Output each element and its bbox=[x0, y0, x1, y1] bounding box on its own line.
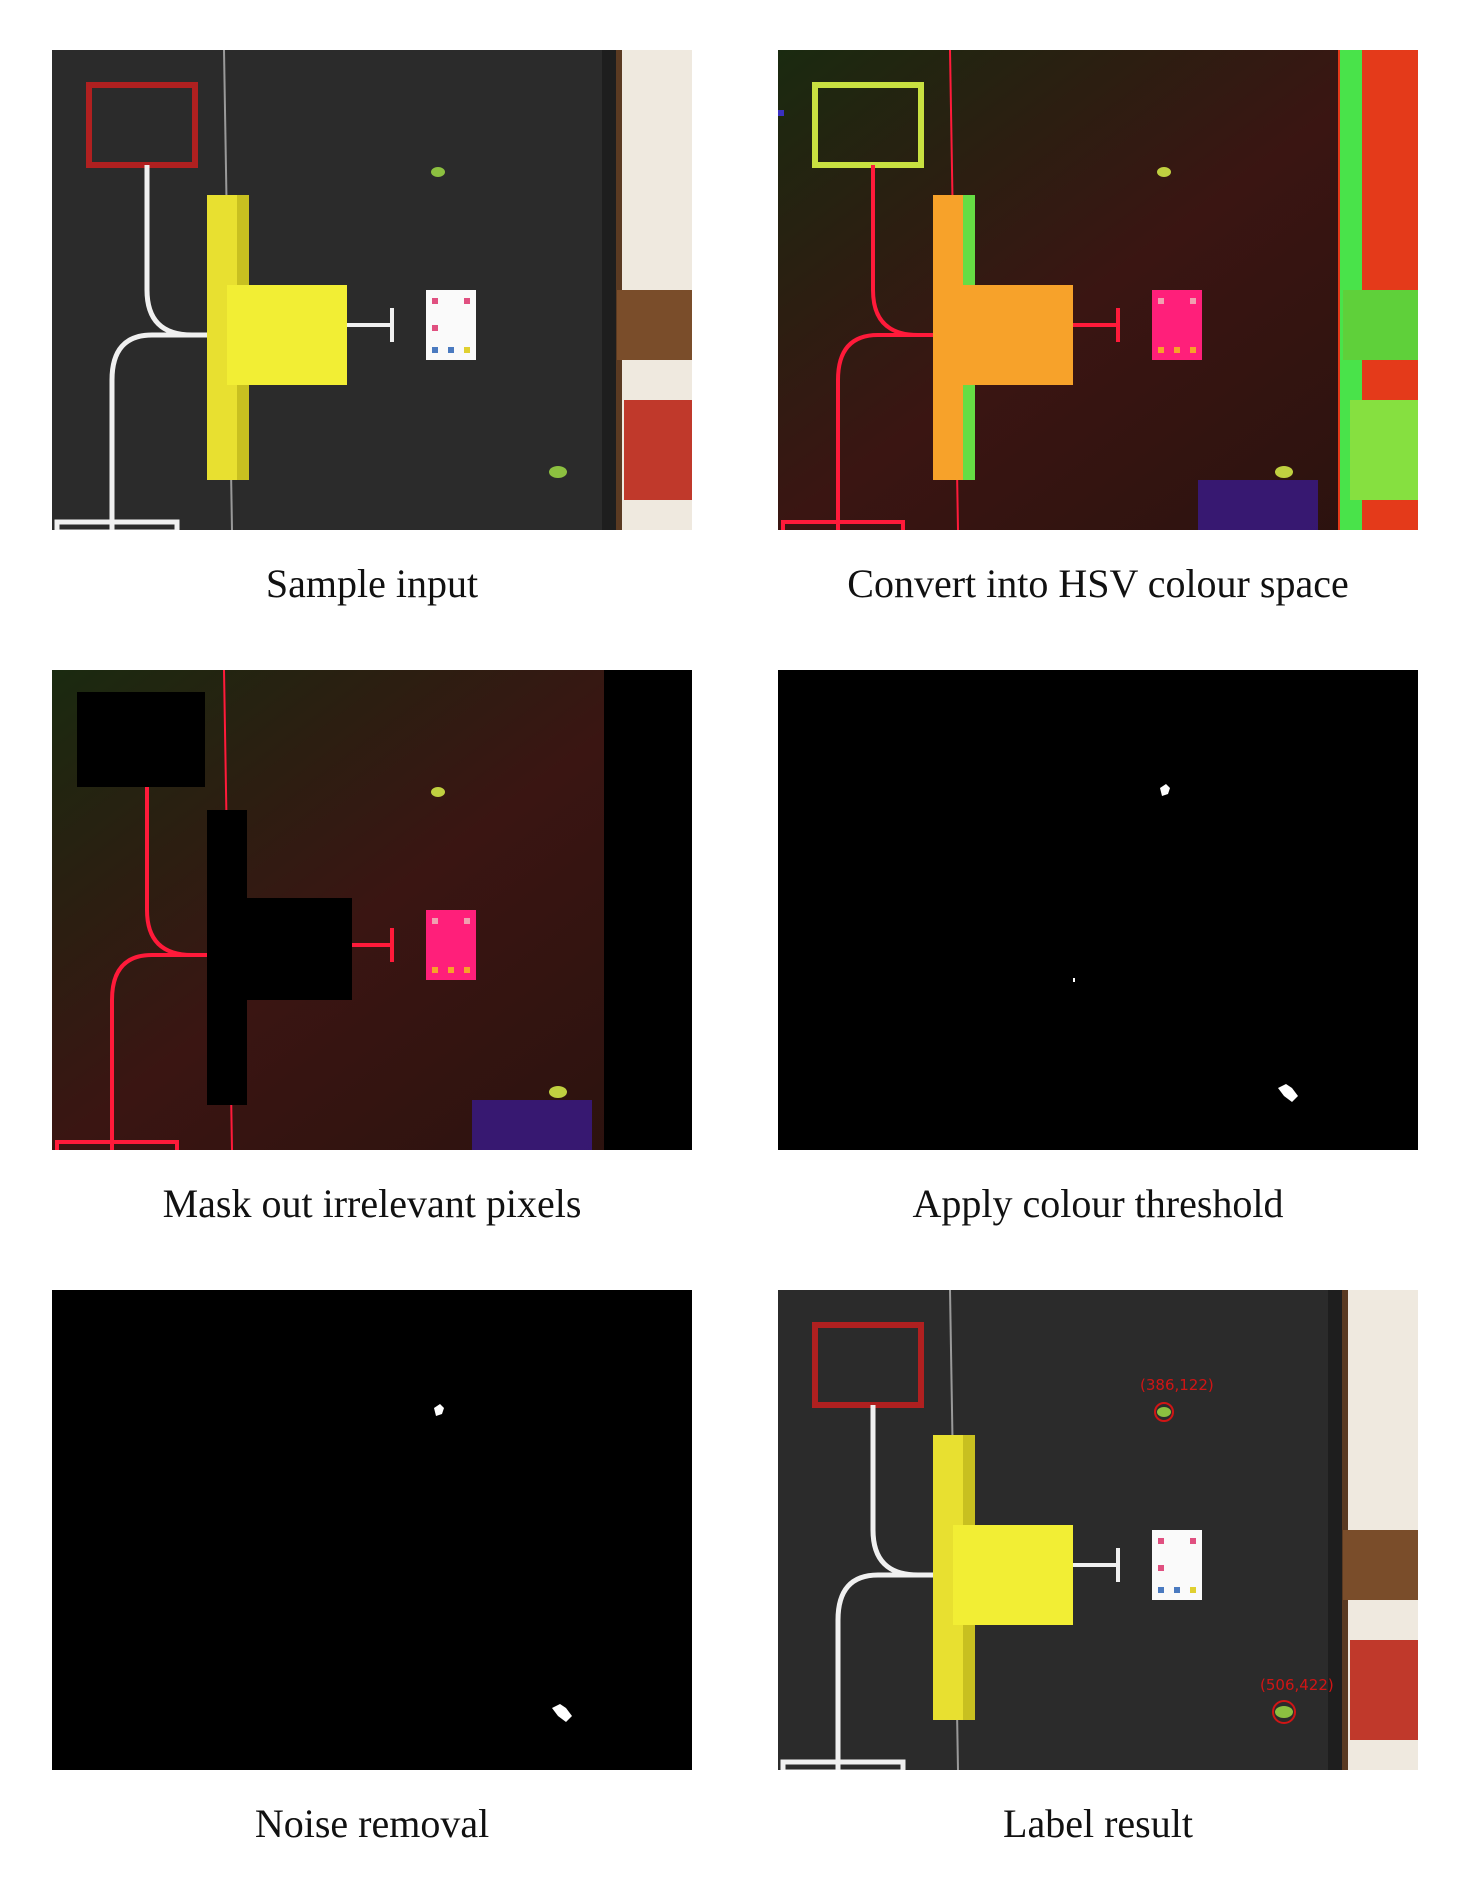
panel-sample-input bbox=[52, 50, 692, 530]
coordinate-label-bottom: (506,422) bbox=[1260, 1676, 1334, 1694]
noise-removal-image bbox=[52, 1290, 692, 1770]
caption-threshold: Apply colour threshold bbox=[912, 1181, 1284, 1226]
panel-threshold bbox=[778, 670, 1418, 1150]
panel-hsv bbox=[778, 50, 1418, 530]
coordinate-label-top: (386,122) bbox=[1140, 1376, 1214, 1394]
caption-sample-input: Sample input bbox=[265, 561, 479, 606]
sample-input-image bbox=[52, 50, 692, 530]
masked-image bbox=[52, 670, 692, 1150]
caption-noise-removal: Noise removal bbox=[254, 1801, 490, 1846]
panel-mask bbox=[52, 670, 692, 1150]
caption-hsv: Convert into HSV colour space bbox=[847, 561, 1349, 606]
label-result-image: (386,122) (506,422) bbox=[778, 1290, 1418, 1770]
hsv-image bbox=[778, 50, 1418, 530]
panel-label-result: (386,122) (506,422) bbox=[778, 1290, 1418, 1770]
panel-noise-removal bbox=[52, 1290, 692, 1770]
caption-mask: Mask out irrelevant pixels bbox=[162, 1181, 582, 1226]
caption-label-result: Label result bbox=[1003, 1801, 1193, 1846]
threshold-image bbox=[778, 670, 1418, 1150]
